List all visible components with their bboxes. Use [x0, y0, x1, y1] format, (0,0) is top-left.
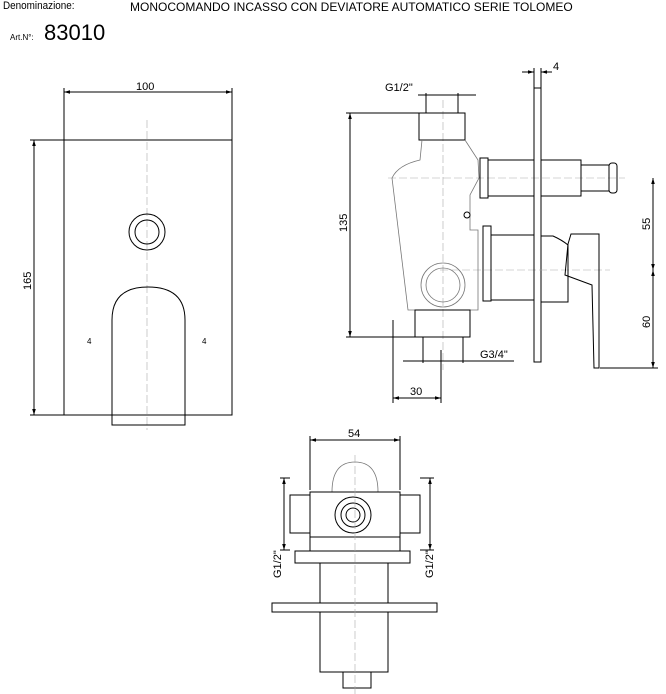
- right-connection-label: G1/2": [424, 550, 436, 578]
- bottom-width-dimension: 54: [348, 428, 360, 440]
- front-marker-right: 4: [202, 337, 207, 346]
- front-width-dimension: 100: [136, 81, 154, 93]
- left-connection-label: G1/2": [272, 550, 284, 578]
- side-height-dimension: 135: [338, 214, 350, 232]
- front-marker-left: 4: [87, 337, 92, 346]
- front-view: 100 165 4 4: [22, 81, 233, 430]
- lower-dimension: 60: [641, 316, 653, 328]
- upper-dimension: 55: [641, 218, 653, 230]
- outlet-thread-label: G3/4": [480, 349, 508, 361]
- inlet-thread-label: G1/2": [385, 82, 413, 94]
- plate-depth-dimension: 4: [553, 61, 559, 73]
- side-view: 4 G1/2" 135 G3/4" 30 55 60: [338, 61, 658, 403]
- product-title: MONOCOMANDO INCASSO CON DEVIATORE AUTOMA…: [130, 0, 573, 14]
- denomination-label: Denominazione:: [3, 0, 75, 12]
- article-label: Art.N°:: [10, 33, 34, 42]
- front-height-dimension: 165: [22, 272, 34, 290]
- bottom-view: 54 G1/2" G1/2": [271, 428, 438, 694]
- article-number: 83010: [44, 20, 106, 45]
- offset-dimension: 30: [410, 386, 422, 398]
